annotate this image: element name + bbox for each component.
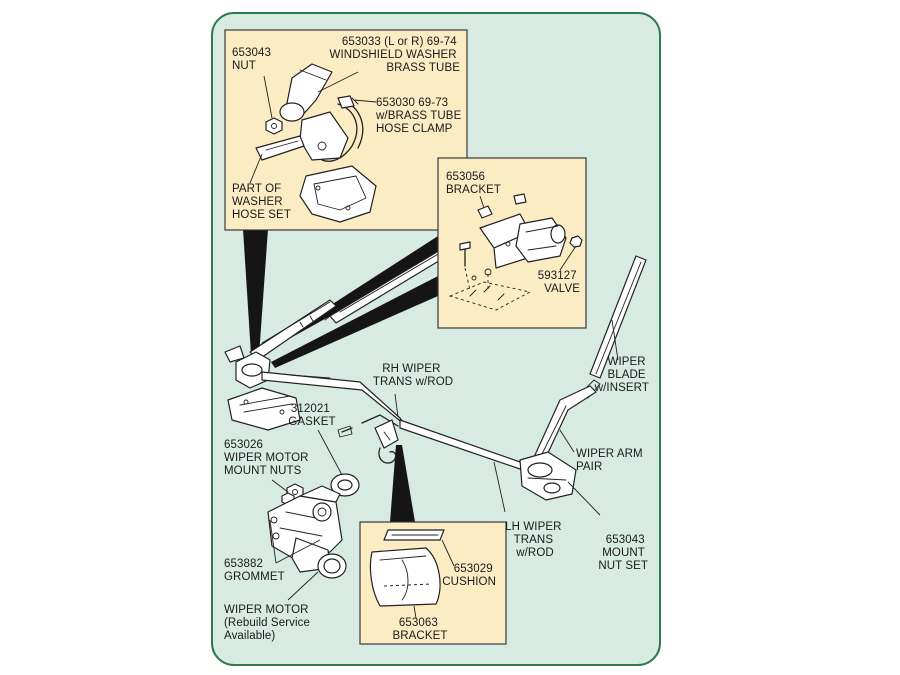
label-312021-gasket: 312021 GASKET xyxy=(288,403,335,428)
label-lh-wiper-trans: LH WIPER TRANS w/ROD xyxy=(505,521,565,559)
label-line: BRASS TUBE xyxy=(386,62,460,74)
label-line: 653033 (L or R) 69-74 xyxy=(342,36,457,48)
label-line: WASHER xyxy=(232,196,283,208)
label-line: MOUNT NUTS xyxy=(224,465,302,477)
label-wiper-arm-pair: WIPER ARM PAIR xyxy=(576,448,646,473)
label-line: w/ROD xyxy=(515,547,554,559)
label-line: 653043 xyxy=(606,534,645,546)
label-593127-valve: 593127 VALVE xyxy=(538,270,581,295)
label-line: GASKET xyxy=(288,416,335,428)
label-line: 653882 xyxy=(224,558,263,570)
label-line: TRANS xyxy=(514,534,554,546)
label-line: Available) xyxy=(224,630,275,642)
label-line: BLADE xyxy=(607,369,645,381)
label-line: NUT xyxy=(232,60,256,72)
label-653043-mount-nut-set: 653043 MOUNT NUT SET xyxy=(598,534,648,572)
label-line: 653056 xyxy=(446,171,485,183)
label-line: LH WIPER xyxy=(505,521,561,533)
label-line: CUSHION xyxy=(442,576,496,588)
label-washer-hose-set: PART OF WASHER HOSE SET xyxy=(232,183,291,221)
wiper-motor-drawing xyxy=(267,485,347,579)
label-line: PAIR xyxy=(576,461,602,473)
label-653882-grommet: 653882 GROMMET xyxy=(224,558,285,583)
label-line: w/BRASS TUBE xyxy=(375,110,462,122)
callout-beam-washer xyxy=(243,229,268,370)
label-line: 653026 xyxy=(224,439,263,451)
label-653029-cushion: 653029 CUSHION xyxy=(442,563,496,588)
label-line: WIPER MOTOR xyxy=(224,604,309,616)
label-653063-bracket: 653063 BRACKET xyxy=(392,617,447,642)
inset-cushion-bracket xyxy=(359,521,507,645)
label-line: BRACKET xyxy=(392,630,447,642)
label-line: 653030 69-73 xyxy=(376,97,448,109)
label-line: NUT SET xyxy=(598,560,648,572)
label-line: VALVE xyxy=(544,283,580,295)
label-line: (Rebuild Service xyxy=(224,617,310,629)
label-line: PART OF xyxy=(232,183,281,195)
label-line: WIPER MOTOR xyxy=(224,452,309,464)
label-653033-brass-tube: 653033 (L or R) 69-74 WINDSHIELD WASHER … xyxy=(330,36,461,74)
label-wiper-motor: WIPER MOTOR (Rebuild Service Available) xyxy=(224,604,313,642)
main-linkage-drawing xyxy=(224,245,647,601)
inset-valve-bracket xyxy=(437,157,587,329)
label-line: 593127 xyxy=(538,270,577,282)
label-line: TRANS w/ROD xyxy=(373,376,453,388)
label-line: WIPER ARM xyxy=(576,448,643,460)
label-653026-mount-nuts: 653026 WIPER MOTOR MOUNT NUTS xyxy=(224,439,312,477)
callout-beam-cushion xyxy=(390,445,415,522)
label-line: WIPER xyxy=(608,356,646,368)
label-653043-nut: 653043 NUT xyxy=(232,47,274,72)
label-line: w/INSERT xyxy=(594,382,649,394)
label-line: HOSE CLAMP xyxy=(376,123,453,135)
label-line: RH WIPER xyxy=(382,363,440,375)
label-line: WINDSHIELD WASHER xyxy=(330,49,457,61)
label-line: 653029 xyxy=(454,563,493,575)
callout-beam-valve-lower xyxy=(271,276,438,368)
label-line: GROMMET xyxy=(224,571,285,583)
label-line: MOUNT xyxy=(602,547,645,559)
label-wiper-blade: WIPER BLADE w/INSERT xyxy=(594,356,649,394)
label-line: BRACKET xyxy=(446,184,501,196)
label-line: HOSE SET xyxy=(232,209,291,221)
label-653030-hose-clamp: 653030 69-73 w/BRASS TUBE HOSE CLAMP xyxy=(375,97,465,135)
label-line: 653063 xyxy=(399,617,438,629)
label-653056-bracket: 653056 BRACKET xyxy=(446,171,501,196)
label-line: 312021 xyxy=(291,403,330,415)
label-rh-wiper-trans: RH WIPER TRANS w/ROD xyxy=(373,363,453,388)
inset-washer-tube xyxy=(224,29,468,231)
label-line: 653043 xyxy=(232,47,271,59)
